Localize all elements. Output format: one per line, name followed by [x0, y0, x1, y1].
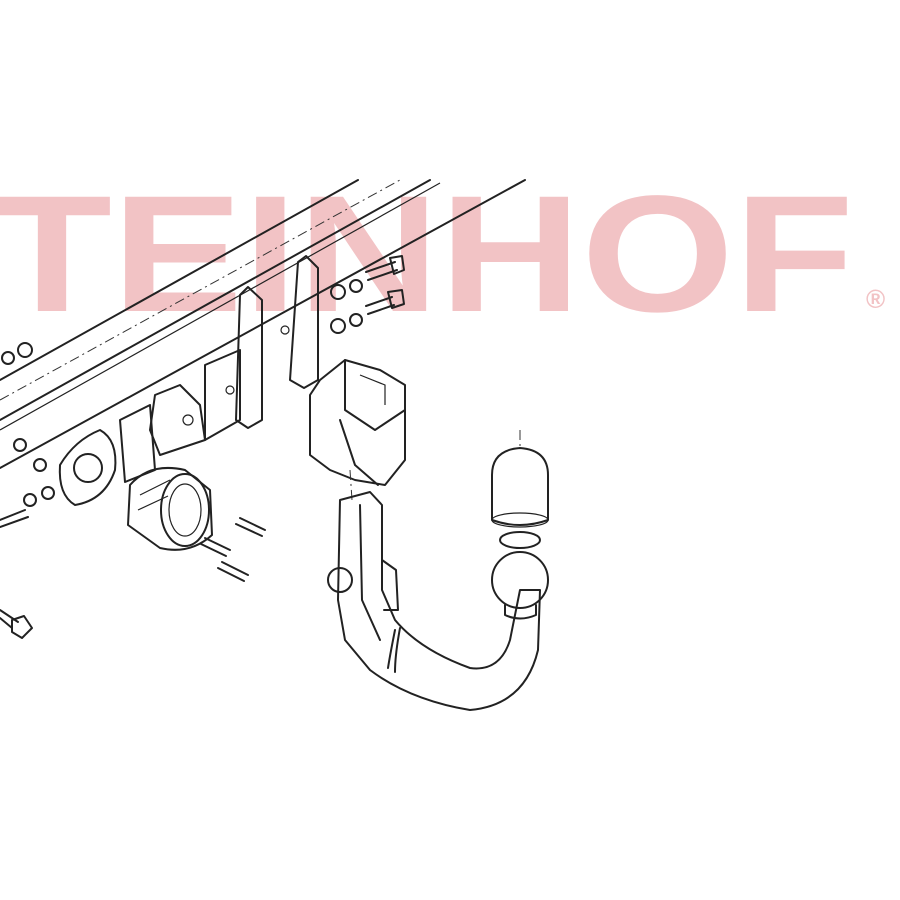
watermark-text: TEINHOF: [0, 162, 854, 347]
electrical-socket: [127, 466, 213, 551]
ball-neck: [327, 491, 541, 711]
bolts-and-washers: [0, 255, 405, 639]
socket-mounting-plate: [58, 429, 117, 506]
ball-cap: [491, 430, 549, 528]
registered-mark: ®: [866, 284, 885, 314]
receiver-bracket: [309, 359, 406, 501]
tow-ball: [491, 531, 549, 620]
steinhof-watermark: TEINHOF ®: [0, 162, 885, 347]
